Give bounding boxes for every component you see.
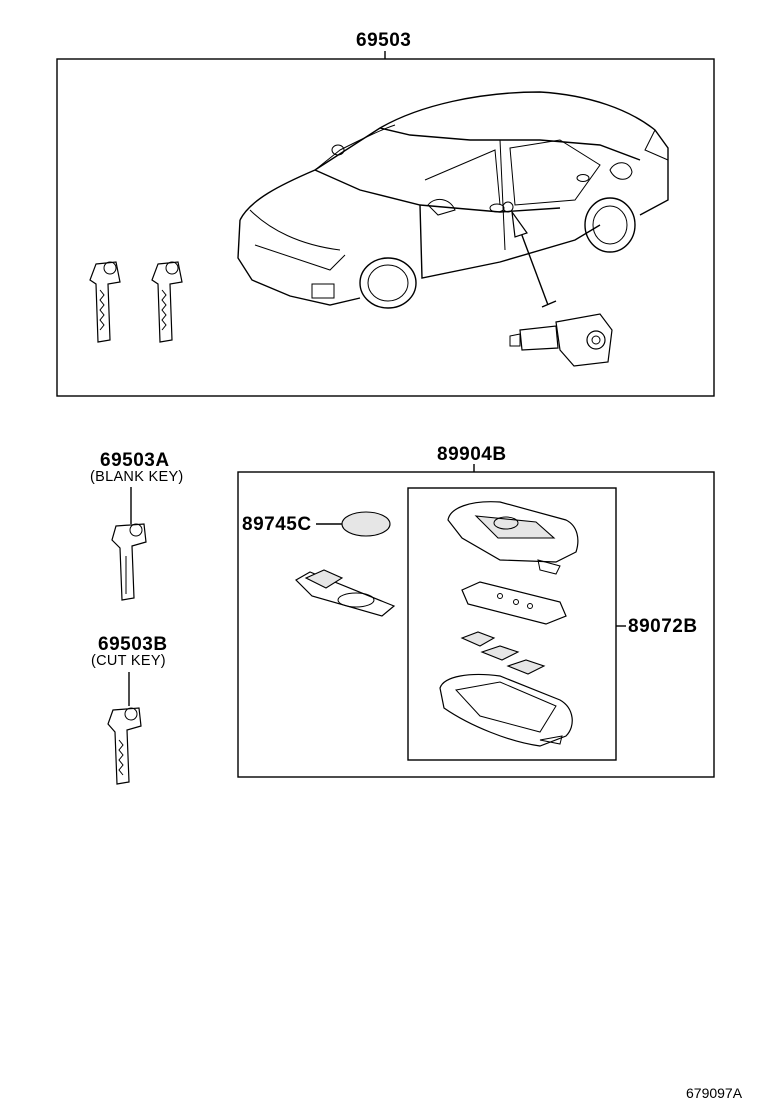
blank-key-label: 69503A bbox=[100, 450, 170, 471]
blank-key-description: (BLANK KEY) bbox=[90, 469, 184, 485]
car-illustration bbox=[237, 91, 669, 309]
circuit-board-illustration bbox=[295, 569, 396, 617]
transmitter-assembly-label: 89904B bbox=[437, 444, 507, 465]
cut-key-description: (CUT KEY) bbox=[91, 653, 166, 669]
transmitter-case-label: 89072B bbox=[628, 616, 698, 637]
cut-key-label: 69503B bbox=[98, 634, 168, 655]
transmitter-assembly-frame bbox=[237, 471, 715, 778]
fob-inner-board-illustration bbox=[461, 581, 567, 625]
key-pair-illustration bbox=[89, 261, 183, 343]
main-assembly-label: 69503 bbox=[356, 30, 412, 51]
cut-key-illustration bbox=[107, 707, 142, 785]
arrow-pointer bbox=[511, 211, 557, 308]
fob-buttons-illustration bbox=[460, 631, 546, 675]
fob-top-cover-illustration bbox=[447, 501, 579, 575]
battery-label: 89745C bbox=[242, 514, 312, 535]
door-lock-cylinder bbox=[509, 313, 613, 367]
illustration-reference-number: 679097A bbox=[686, 1085, 743, 1101]
battery-illustration bbox=[341, 511, 391, 537]
fob-bottom-cover-illustration bbox=[439, 673, 573, 747]
main-assembly-frame bbox=[56, 58, 715, 397]
blank-key-illustration bbox=[111, 523, 147, 601]
transmitter-case-frame bbox=[407, 487, 617, 761]
